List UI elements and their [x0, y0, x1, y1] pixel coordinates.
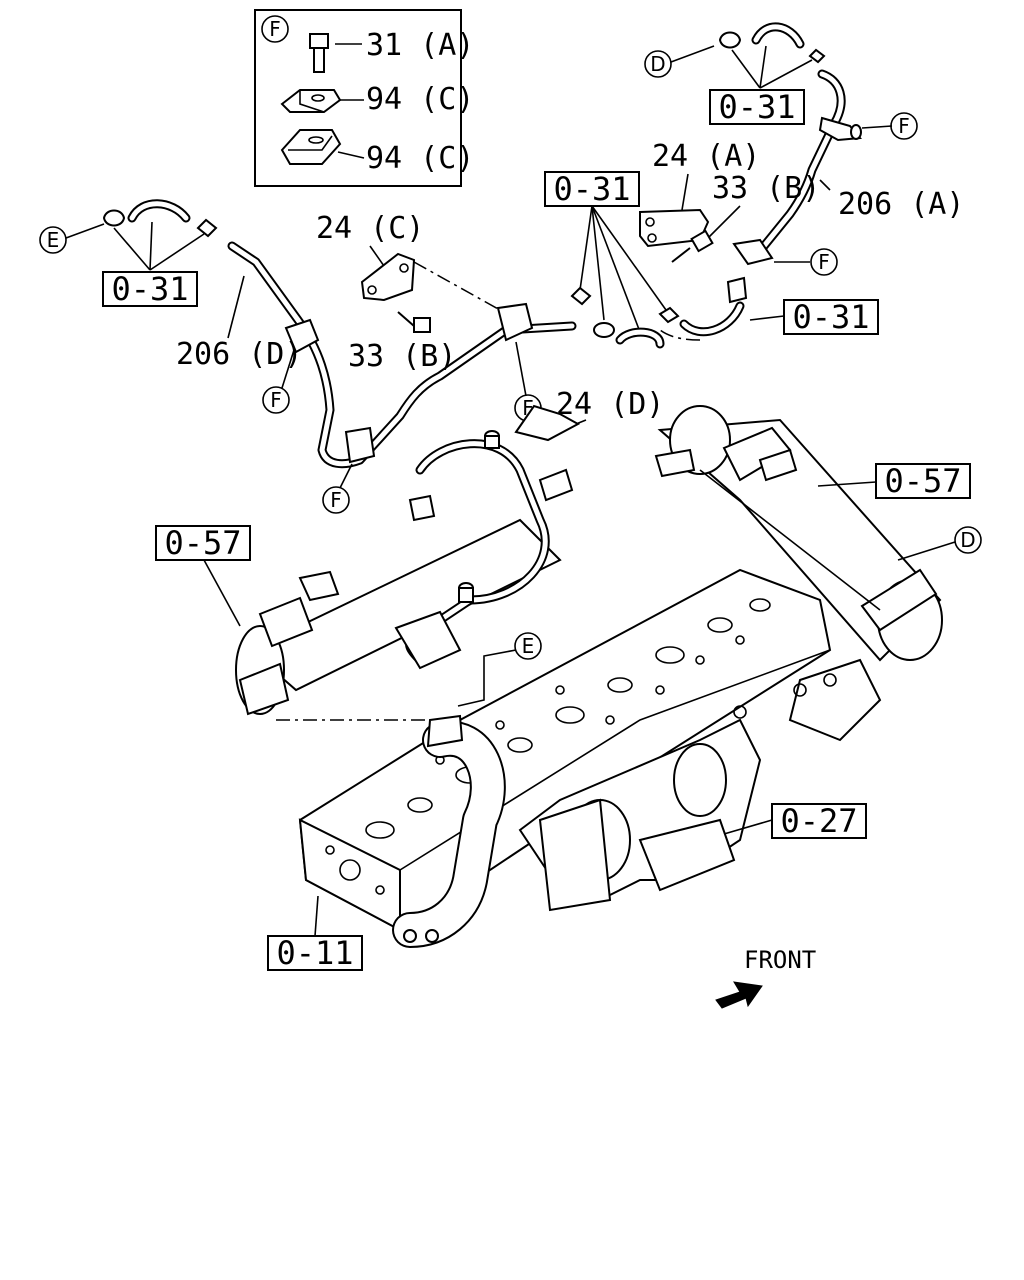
part-label-33b-lower: 33 (B)	[348, 339, 456, 374]
bracket-24c-group: 24 (C) 33 (B)	[316, 211, 501, 374]
pipe-206a: F 206 (A)	[759, 69, 964, 251]
callout-f-right1: F	[898, 114, 910, 138]
ref-031-d: 0-31	[111, 270, 188, 308]
part-label-206d: 206 (D)	[176, 337, 302, 372]
inset-detail-f: F 31 (A) 94 (C) 94 (C)	[254, 9, 474, 187]
callout-f-right2: F	[818, 250, 830, 274]
callout-d-top: D	[650, 52, 665, 76]
bolt-icon	[309, 33, 329, 73]
mid-hose-group: 0-31 0-31	[544, 170, 879, 349]
bolt-icon	[397, 311, 431, 333]
ref-031-c: 0-31	[792, 298, 869, 336]
part-label-33b-upper: 33 (B)	[712, 171, 820, 206]
bracket-24d-group: 24 (D)	[514, 387, 664, 442]
front-indicator: FRONT	[715, 946, 816, 1009]
callout-e-left: E	[47, 228, 60, 252]
callout-d-right: D	[960, 528, 975, 552]
ref-057-right: 0-57	[884, 462, 961, 500]
callout-f-left2: F	[330, 488, 342, 512]
bracket-24a-group: 24 (A) 33 (B) F	[639, 139, 838, 304]
top-right-hose-group: D 0-31	[644, 22, 826, 126]
pipe-206d: 206 (D) F F F	[176, 241, 577, 514]
part-label-24c: 24 (C)	[316, 211, 424, 246]
inset-letter: F	[269, 17, 281, 41]
inset-label-94c-2: 94 (C)	[366, 141, 474, 176]
front-label: FRONT	[744, 946, 816, 974]
callout-f-left1: F	[270, 388, 282, 412]
part-label-206a: 206 (A)	[838, 187, 964, 222]
part-label-24d: 24 (D)	[556, 387, 664, 422]
callout-e-mid: E	[522, 634, 535, 658]
inset-label-94c-1: 94 (C)	[366, 82, 474, 117]
callout-f-mid: F	[522, 396, 534, 420]
bolt-icon	[671, 229, 714, 263]
ref-027: 0-27	[780, 802, 857, 840]
ref-011: 0-11	[276, 934, 353, 972]
clamp-icon	[280, 129, 342, 165]
part-label-24a: 24 (A)	[652, 139, 760, 174]
inset-label-31a: 31 (A)	[366, 28, 474, 63]
main-refs: 0-57 D 0-57 0-27 0-11	[155, 462, 982, 972]
ref-057-left: 0-57	[164, 524, 241, 562]
ref-031-b: 0-31	[553, 170, 630, 208]
ref-031-a: 0-31	[718, 88, 795, 126]
engine-assembly: E	[235, 405, 943, 948]
left-hose-group: E 0-31	[39, 199, 218, 308]
front-arrow-icon	[715, 981, 763, 1009]
